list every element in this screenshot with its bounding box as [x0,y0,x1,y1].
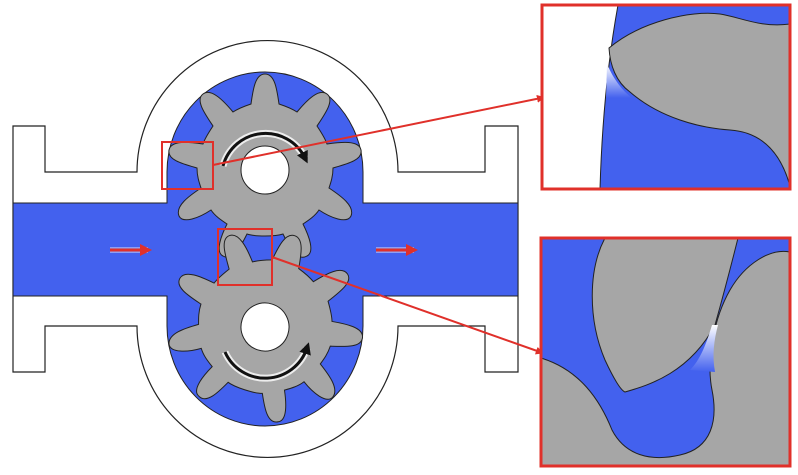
detail-view-bottom [539,236,792,468]
callout-bottom [217,228,544,355]
callout-top [161,94,545,190]
lower-gear [146,205,387,441]
counterclockwise-rotation-icon [221,342,311,382]
fluid-region [12,71,519,427]
upper-gear [168,73,362,258]
gear-shaft-hole [240,302,290,352]
detail-view-top [540,3,792,191]
gear-shaft-hole [240,145,290,195]
